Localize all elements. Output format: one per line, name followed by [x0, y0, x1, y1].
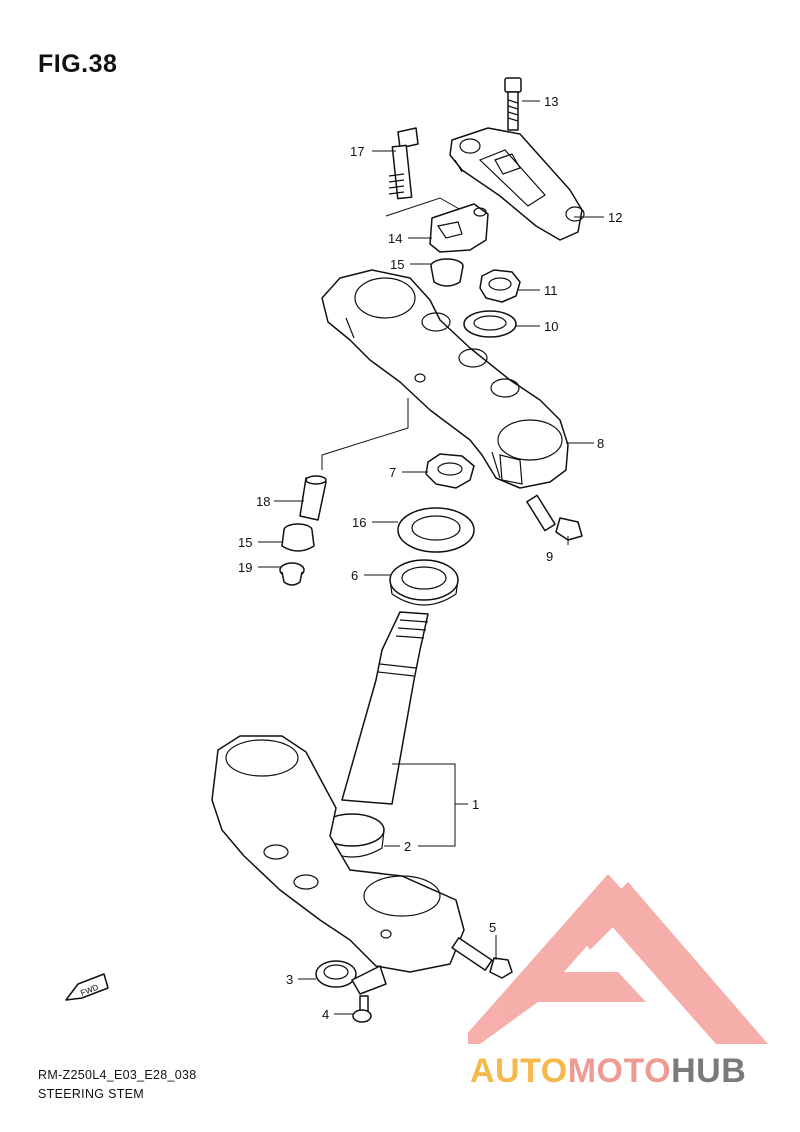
- part-10-washer: [463, 310, 517, 338]
- callout-12: 12: [608, 210, 622, 225]
- figure-title: FIG.38: [38, 50, 118, 78]
- leader-lines: [258, 100, 604, 1015]
- watermark-logo: [468, 874, 768, 1044]
- callout-15-upper: 15: [390, 257, 404, 272]
- diagram-code: RM-Z250L4_E03_E28_038: [38, 1068, 197, 1082]
- watermark-brand-text: AUTOMOTOHUB: [470, 1052, 746, 1091]
- callout-labels: 13 12 17 14 15 11 10 8 7 9 18 16 15 19 6…: [238, 94, 622, 1022]
- callout-2: 2: [404, 839, 411, 854]
- part-15-bush-lower: [281, 523, 315, 552]
- part-3-strap: [315, 960, 387, 995]
- part-14-clamp: [429, 203, 489, 253]
- part-16-seal: [397, 507, 475, 553]
- diagram-caption: STEERING STEM: [38, 1087, 144, 1101]
- part-9-bolt: [526, 494, 583, 541]
- part-7-nut: [425, 453, 475, 489]
- part-13-bolt: [504, 77, 522, 131]
- callout-10: 10: [544, 319, 558, 334]
- watermark-hub: HUB: [671, 1052, 747, 1090]
- part-4-screw: [352, 995, 372, 1023]
- watermark-moto: MOTO: [567, 1052, 672, 1090]
- callout-18: 18: [256, 494, 270, 509]
- part-1-stem: [341, 611, 429, 805]
- part-5-bolt: [451, 937, 513, 979]
- callout-16: 16: [352, 515, 366, 530]
- part-18-pin: [299, 475, 327, 521]
- part-15-bush-upper: [430, 258, 464, 287]
- callout-17: 17: [350, 144, 364, 159]
- part-19-collar: [279, 562, 305, 586]
- callout-4: 4: [322, 1007, 329, 1022]
- callout-5: 5: [489, 920, 496, 935]
- callout-1: 1: [472, 797, 479, 812]
- callout-11: 11: [544, 283, 558, 298]
- callout-15-lower: 15: [238, 535, 252, 550]
- part-8-upper-bracket: [321, 269, 569, 489]
- lower-bracket: [211, 735, 465, 973]
- part-6-bearing: [389, 559, 459, 606]
- callout-19: 19: [238, 560, 252, 575]
- part-11-nut: [479, 269, 521, 303]
- fwd-arrow-icon: FWD: [65, 973, 109, 1001]
- callout-7: 7: [389, 465, 396, 480]
- callout-13: 13: [544, 94, 558, 109]
- callout-3: 3: [286, 972, 293, 987]
- callout-8: 8: [597, 436, 604, 451]
- callout-9: 9: [546, 549, 553, 564]
- callout-14: 14: [388, 231, 402, 246]
- part-17-bolt: [388, 127, 419, 200]
- part-12-clamp: [449, 127, 585, 241]
- watermark-auto: AUTO: [470, 1052, 568, 1090]
- callout-6: 6: [351, 568, 358, 583]
- watermark-triangle-icon: [468, 874, 768, 1044]
